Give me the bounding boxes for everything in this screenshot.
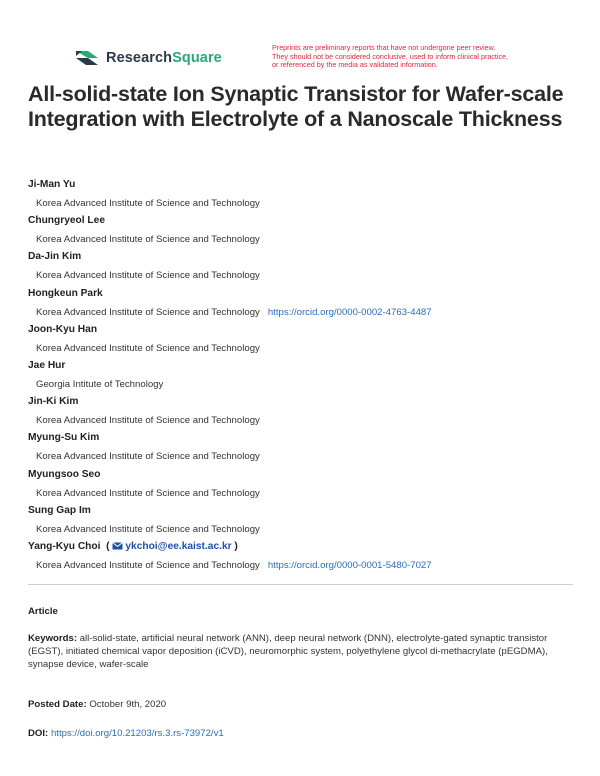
affiliation-text: Georgia Intitute of Technology xyxy=(36,378,164,390)
author-affiliation: Korea Advanced Institute of Science and … xyxy=(28,560,588,572)
affiliation-text: Korea Advanced Institute of Science and … xyxy=(36,342,260,354)
author-affiliation: Korea Advanced Institute of Science and … xyxy=(28,415,588,427)
author-entry: Myung-Su Kim Korea Advanced Institute of… xyxy=(28,432,588,468)
affiliation-text: Korea Advanced Institute of Science and … xyxy=(36,198,260,209)
orcid-link[interactable]: https://orcid.org/0000-0002-4763-4487 xyxy=(267,306,432,318)
keywords-label: Keywords: xyxy=(28,633,78,644)
disclaimer-line: or referenced by the media as validated … xyxy=(272,60,438,70)
research-square-logo-icon xyxy=(76,51,98,65)
author-name: Joon-Kyu Han xyxy=(28,323,98,335)
author-name: Chungryeol Lee xyxy=(28,215,105,227)
paper-title: All-solid-state Ion Synaptic Transistor … xyxy=(28,82,564,131)
doi: DOI: https://doi.org/10.21203/rs.3.rs-73… xyxy=(28,727,573,740)
author-entry: Sung Gap Im Korea Advanced Institute of … xyxy=(28,505,588,541)
author-list: Ji-Man Yu Korea Advanced Institute of Sc… xyxy=(28,179,588,577)
article-type: Article xyxy=(28,606,58,617)
author-affiliation: Korea Advanced Institute of Science and … xyxy=(28,198,588,210)
posted-date: Posted Date: October 9th, 2020 xyxy=(28,698,573,711)
affiliation-text: Korea Advanced Institute of Science and … xyxy=(36,451,260,463)
affiliation-text: Korea Advanced Institute of Science and … xyxy=(36,306,260,318)
author-affiliation: Korea Advanced Institute of Science and … xyxy=(28,488,588,500)
author-entry: Ji-Man Yu Korea Advanced Institute of Sc… xyxy=(28,179,588,215)
author-affiliation: Korea Advanced Institute of Science and … xyxy=(28,234,588,246)
doi-link[interactable]: https://doi.org/10.21203/rs.3.rs-73972/v… xyxy=(50,728,224,739)
email-text: ykchoi@ee.kaist.ac.kr xyxy=(125,540,232,552)
affiliation-text: Korea Advanced Institute of Science and … xyxy=(36,234,260,246)
logo-text-main: Research xyxy=(106,50,173,66)
affiliation-text: Korea Advanced Institute of Science and … xyxy=(36,559,260,571)
disclaimer-line: They should not be considered conclusive… xyxy=(272,51,509,61)
author-name: Yang-Kyu Choi xyxy=(28,540,101,552)
author-entry: Joon-Kyu Han Korea Advanced Institute of… xyxy=(28,324,588,360)
author-entry: Chungryeol Lee Korea Advanced Institute … xyxy=(28,215,588,251)
affiliation-text: Korea Advanced Institute of Science and … xyxy=(36,487,260,499)
author-name: Ji-Man Yu xyxy=(28,179,76,190)
logo-text-accent: Square xyxy=(172,50,222,66)
author-entry: Jae Hur Georgia Intitute of Technology xyxy=(28,360,588,396)
author-name: Jae Hur xyxy=(28,359,66,371)
author-name: Sung Gap Im xyxy=(28,504,91,516)
doi-label: DOI: xyxy=(28,728,49,739)
author-entry: Da-Jin Kim Korea Advanced Institute of S… xyxy=(28,251,588,287)
author-affiliation: Korea Advanced Institute of Science and … xyxy=(28,524,588,536)
corresponding-author-name: Yang-Kyu Choi ( ykchoi@ee.kaist.ac.kr ) xyxy=(28,541,588,553)
author-affiliation: Georgia Intitute of Technology xyxy=(28,379,588,391)
author-name: Hongkeun Park xyxy=(28,287,103,299)
orcid-link[interactable]: https://orcid.org/0000-0001-5480-7027 xyxy=(267,559,432,571)
email-group: ( ykchoi@ee.kaist.ac.kr ) xyxy=(103,540,238,552)
author-affiliation: Korea Advanced Institute of Science and … xyxy=(28,307,588,319)
keywords: Keywords: all-solid-state, artificial ne… xyxy=(28,632,573,671)
author-name: Myungsoo Seo xyxy=(28,468,101,480)
section-divider xyxy=(28,584,573,585)
envelope-icon xyxy=(112,541,124,550)
corresponding-author-entry: Yang-Kyu Choi ( ykchoi@ee.kaist.ac.kr ) … xyxy=(28,541,588,577)
header: ResearchSquare Preprints are preliminary… xyxy=(74,43,534,80)
posted-date-label: Posted Date: xyxy=(28,699,87,710)
author-entry: Hongkeun Park Korea Advanced Institute o… xyxy=(28,288,588,324)
email-link[interactable]: ykchoi@ee.kaist.ac.kr xyxy=(112,540,232,552)
author-name: Da-Jin Kim xyxy=(28,251,82,263)
author-entry: Jin-Ki Kim Korea Advanced Institute of S… xyxy=(28,396,588,432)
research-square-logo[interactable]: ResearchSquare xyxy=(74,48,222,68)
preprint-disclaimer: Preprints are preliminary reports that h… xyxy=(272,43,542,70)
affiliation-text: Korea Advanced Institute of Science and … xyxy=(36,523,260,535)
author-affiliation: Korea Advanced Institute of Science and … xyxy=(28,451,588,463)
affiliation-text: Korea Advanced Institute of Science and … xyxy=(36,415,260,427)
disclaimer-line: Preprints are preliminary reports that h… xyxy=(272,43,496,52)
author-affiliation: Korea Advanced Institute of Science and … xyxy=(28,270,588,282)
logo-text: ResearchSquare xyxy=(106,50,222,66)
author-name: Jin-Ki Kim xyxy=(28,396,79,408)
author-entry: Myungsoo Seo Korea Advanced Institute of… xyxy=(28,469,588,505)
posted-date-value: October 9th, 2020 xyxy=(89,699,167,710)
keywords-text: all-solid-state, artificial neural netwo… xyxy=(28,633,548,670)
author-affiliation: Korea Advanced Institute of Science and … xyxy=(28,343,588,355)
author-name: Myung-Su Kim xyxy=(28,432,100,444)
affiliation-text: Korea Advanced Institute of Science and … xyxy=(36,270,260,282)
